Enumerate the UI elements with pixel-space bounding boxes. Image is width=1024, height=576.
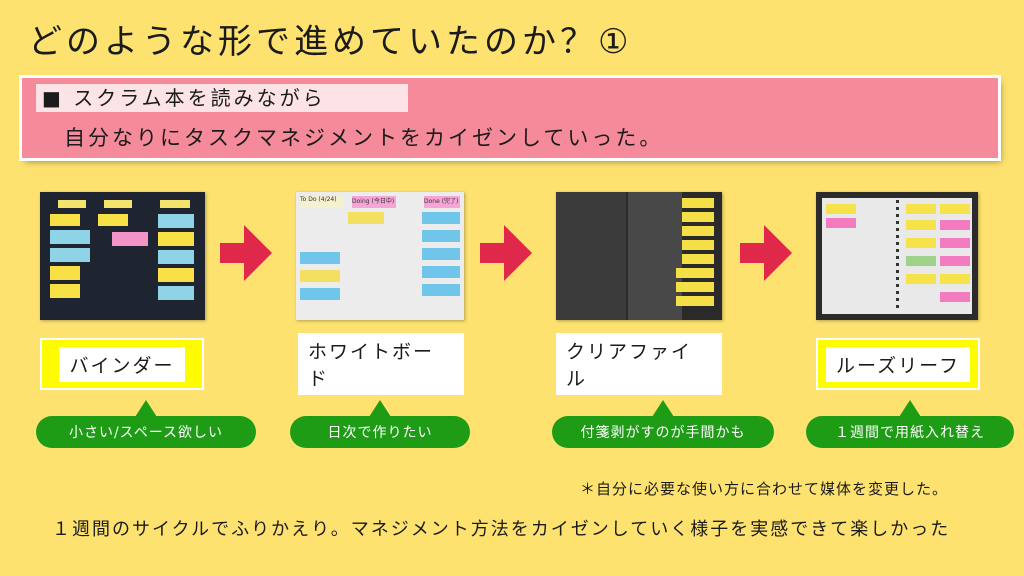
binder-photo — [40, 192, 205, 320]
footnote: ＊自分に必要な使い方に合わせて媒体を変更した。 — [580, 480, 949, 498]
step-comment-whiteboard: 日次で作りたい — [290, 400, 470, 448]
step-comment-clearfile: 付箋剥がすのが手間かも — [552, 400, 774, 448]
whiteboard-col-todo: To Do (4/24) — [300, 196, 344, 208]
whiteboard-photo: To Do (4/24) Doing (今日中) Done (完了) — [296, 192, 464, 320]
banner: ■ スクラム本を読みながら 自分なりにタスクマネジメントをカイゼンしていった。 — [22, 78, 998, 158]
right-arrow-icon — [480, 225, 532, 281]
whiteboard-col-doing: Doing (今日中) — [352, 196, 396, 208]
step-label-text: ルーズリーフ — [826, 346, 970, 382]
step-label-whiteboard: ホワイトボード — [298, 333, 464, 395]
step-comment-binder: 小さい/スペース欲しい — [36, 400, 256, 448]
clearfile-photo — [556, 192, 722, 320]
summary-text: １週間のサイクルでふりかえり。マネジメント方法をカイゼンしていく様子を実感できて… — [52, 519, 951, 540]
step-label-text: ホワイトボード — [298, 333, 464, 395]
step-label-clearfile: クリアファイル — [556, 333, 722, 395]
looseleaf-photo — [816, 192, 978, 320]
banner-tag: ■ スクラム本を読みながら — [36, 84, 408, 112]
step-label-binder: バインダー — [40, 338, 204, 390]
step-comment-looseleaf: １週間で用紙入れ替え — [806, 400, 1014, 448]
step-label-text: クリアファイル — [556, 333, 722, 395]
slide-title: どのような形で進めていたのか？① — [28, 22, 633, 62]
right-arrow-icon — [740, 225, 792, 281]
whiteboard-col-done: Done (完了) — [424, 196, 460, 208]
right-arrow-icon — [220, 225, 272, 281]
step-label-text: バインダー — [59, 346, 185, 382]
banner-line: 自分なりにタスクマネジメントをカイゼンしていった。 — [64, 126, 664, 150]
step-label-looseleaf: ルーズリーフ — [816, 338, 980, 390]
